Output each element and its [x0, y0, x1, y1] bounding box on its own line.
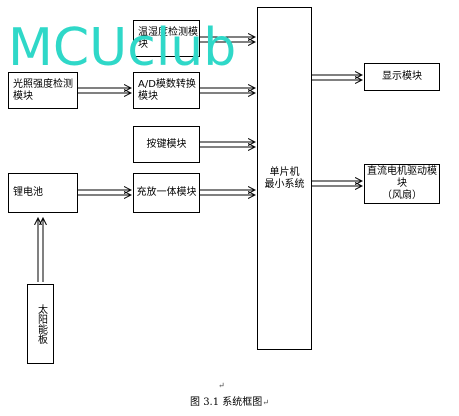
light-sensor-label: 光照强度检测模块 — [13, 78, 73, 102]
figure-caption: 图 3.1 系统框图↵ — [0, 393, 459, 408]
adc-label: A/D模数转换模块 — [138, 78, 196, 102]
keys-module: 按键模块 — [133, 126, 200, 163]
mcu-label-line2: 最小系统 — [264, 178, 305, 190]
battery-label: 锂电池 — [13, 187, 43, 198]
mcu-label-line1: 单片机 — [269, 166, 300, 178]
charge-module: 充放一体模块 — [133, 173, 200, 213]
paragraph-mark-top: ↵ — [218, 381, 225, 390]
adc-module: A/D模数转换模块 — [133, 72, 200, 109]
figure-caption-text: 图 3.1 系统框图 — [190, 397, 263, 408]
display-label: 显示模块 — [382, 71, 422, 82]
solar-label: 太阳能板 — [35, 304, 47, 344]
light-sensor-module: 光照强度检测模块 — [8, 72, 78, 109]
paragraph-mark-caption: ↵ — [262, 398, 269, 407]
temp-humidity-label: 温湿度检测模块 — [138, 26, 198, 50]
battery-module: 锂电池 — [8, 173, 78, 213]
motor-label-line2: （风扇） — [382, 190, 422, 201]
mcu-system: 单片机 最小系统 — [257, 7, 312, 350]
motor-driver-module: 直流电机驱动模块 （风扇） — [364, 164, 440, 204]
solar-panel-module: 太阳能板 — [27, 284, 54, 364]
watermark-logo: MCUclub — [8, 18, 237, 78]
charge-label: 充放一体模块 — [136, 187, 197, 198]
keys-label: 按键模块 — [146, 138, 187, 150]
temp-humidity-module: 温湿度检测模块 — [133, 20, 200, 57]
motor-label-line1: 直流电机驱动模块 — [367, 166, 437, 189]
display-module: 显示模块 — [364, 63, 440, 91]
